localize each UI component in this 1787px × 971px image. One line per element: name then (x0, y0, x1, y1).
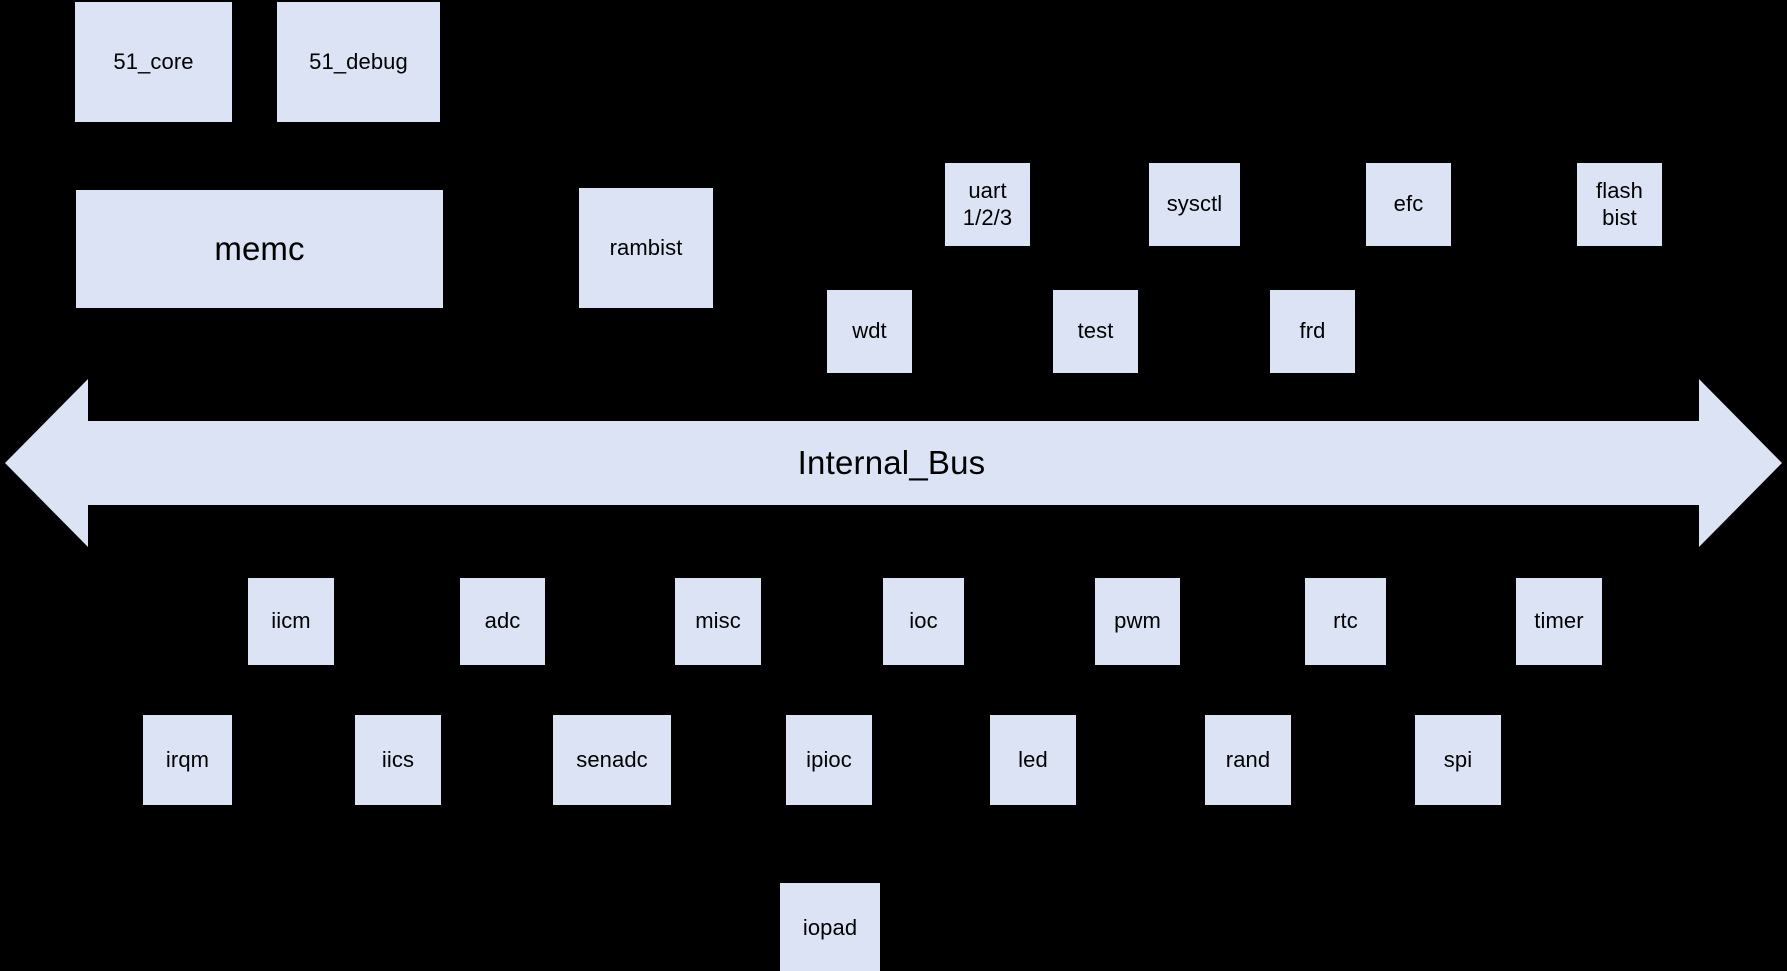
block-rtc[interactable]: rtc (1305, 578, 1386, 665)
block-ioc[interactable]: ioc (883, 578, 964, 665)
block-sysctl[interactable]: sysctl (1149, 163, 1240, 246)
block-adc[interactable]: adc (460, 578, 545, 665)
block-test[interactable]: test (1053, 290, 1138, 373)
block-iics[interactable]: iics (355, 715, 441, 805)
block-efc[interactable]: efc (1366, 163, 1451, 246)
block-51_core[interactable]: 51_core (75, 2, 232, 122)
block-iopad[interactable]: iopad (780, 883, 880, 971)
block-wdt[interactable]: wdt (827, 290, 912, 373)
block-frd[interactable]: frd (1270, 290, 1355, 373)
block-led[interactable]: led (990, 715, 1076, 805)
block-rambist[interactable]: rambist (579, 188, 713, 308)
block-irqm[interactable]: irqm (143, 715, 232, 805)
block-pwm[interactable]: pwm (1095, 578, 1180, 665)
block-ipioc[interactable]: ipioc (786, 715, 872, 805)
block-iicm[interactable]: iicm (248, 578, 334, 665)
block-flash_bist[interactable]: flash bist (1577, 163, 1662, 246)
bus-arrow-shape (5, 379, 1782, 547)
block-51_debug[interactable]: 51_debug (277, 2, 440, 122)
block-memc[interactable]: memc (76, 190, 443, 308)
internal-bus-arrow (0, 374, 1787, 552)
block-misc[interactable]: misc (675, 578, 761, 665)
block-senadc[interactable]: senadc (553, 715, 671, 805)
block-rand[interactable]: rand (1205, 715, 1291, 805)
block-spi[interactable]: spi (1415, 715, 1501, 805)
block-timer[interactable]: timer (1516, 578, 1602, 665)
block-uart[interactable]: uart 1/2/3 (945, 163, 1030, 246)
